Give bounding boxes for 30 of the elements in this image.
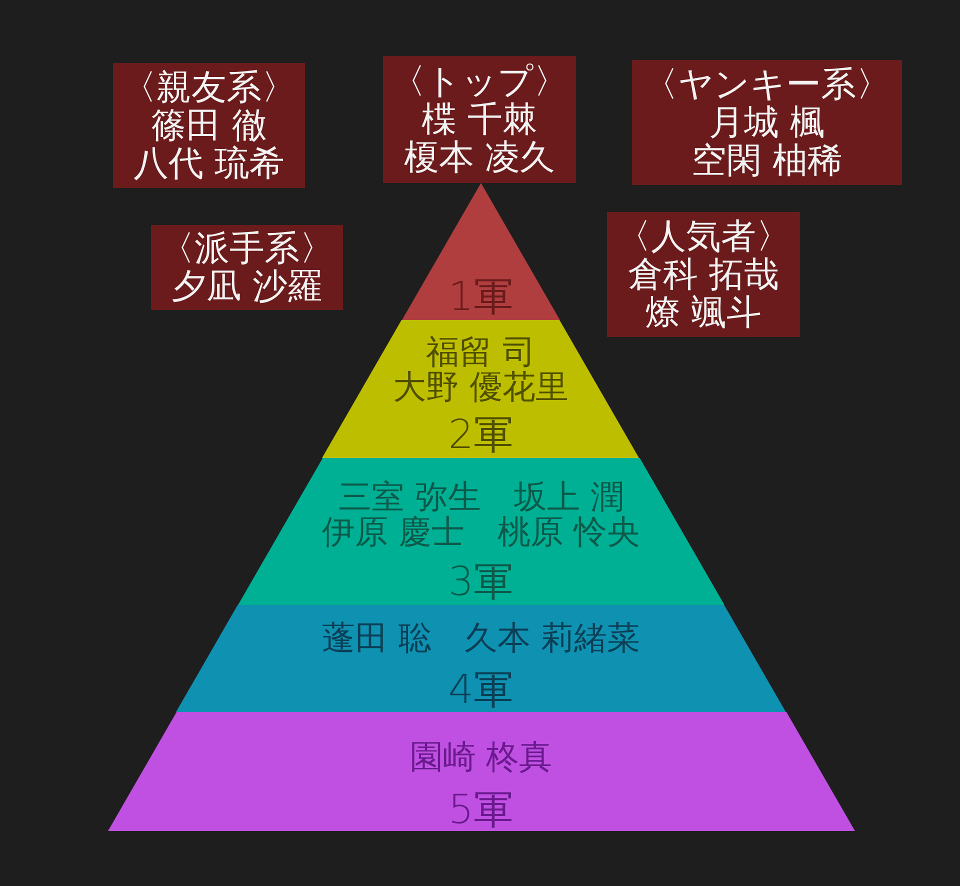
tier-label: 2軍 xyxy=(448,413,514,457)
group-heading: 〈ヤンキー系〉 xyxy=(643,66,891,104)
name-text: 榎本 凌久 xyxy=(404,138,556,176)
group-heading: 〈人気者〉 xyxy=(616,218,791,256)
name-text: 楪 千棘 xyxy=(421,100,538,138)
tier-label: 1軍 xyxy=(448,275,514,319)
name-text: 八代 琉希 xyxy=(133,144,285,182)
name-text: 伊原 慶士 桃原 怜央 xyxy=(322,514,640,550)
tier-label: 4軍 xyxy=(448,668,514,712)
group-heading: 〈派手系〉 xyxy=(160,230,334,268)
name-text: 蓬田 聡 久本 莉緒菜 xyxy=(322,620,640,656)
label-box xyxy=(632,60,902,185)
name-text: 大野 優花里 xyxy=(393,369,569,405)
name-text: 福留 司 xyxy=(426,334,536,370)
name-text: 夕凪 沙羅 xyxy=(171,268,323,306)
name-text: 三室 弥生 坂上 潤 xyxy=(338,479,624,515)
tier-label: 3軍 xyxy=(448,560,514,604)
name-text: 月城 楓 xyxy=(708,104,826,142)
label-box xyxy=(383,56,576,183)
group-heading: 〈親友系〉 xyxy=(122,68,296,106)
label-box xyxy=(113,63,305,188)
label-box xyxy=(151,225,343,310)
name-text: 篠田 徹 xyxy=(150,106,268,144)
group-heading: 〈トップ〉 xyxy=(390,62,568,100)
name-text: 空閑 柚稀 xyxy=(691,142,843,180)
name-text: 園崎 柊真 xyxy=(410,739,552,775)
name-text: 倉科 拓哉 xyxy=(628,256,780,294)
label-box xyxy=(607,212,800,337)
name-text: 燎 颯斗 xyxy=(645,294,762,332)
tier-label: 5軍 xyxy=(448,788,514,832)
